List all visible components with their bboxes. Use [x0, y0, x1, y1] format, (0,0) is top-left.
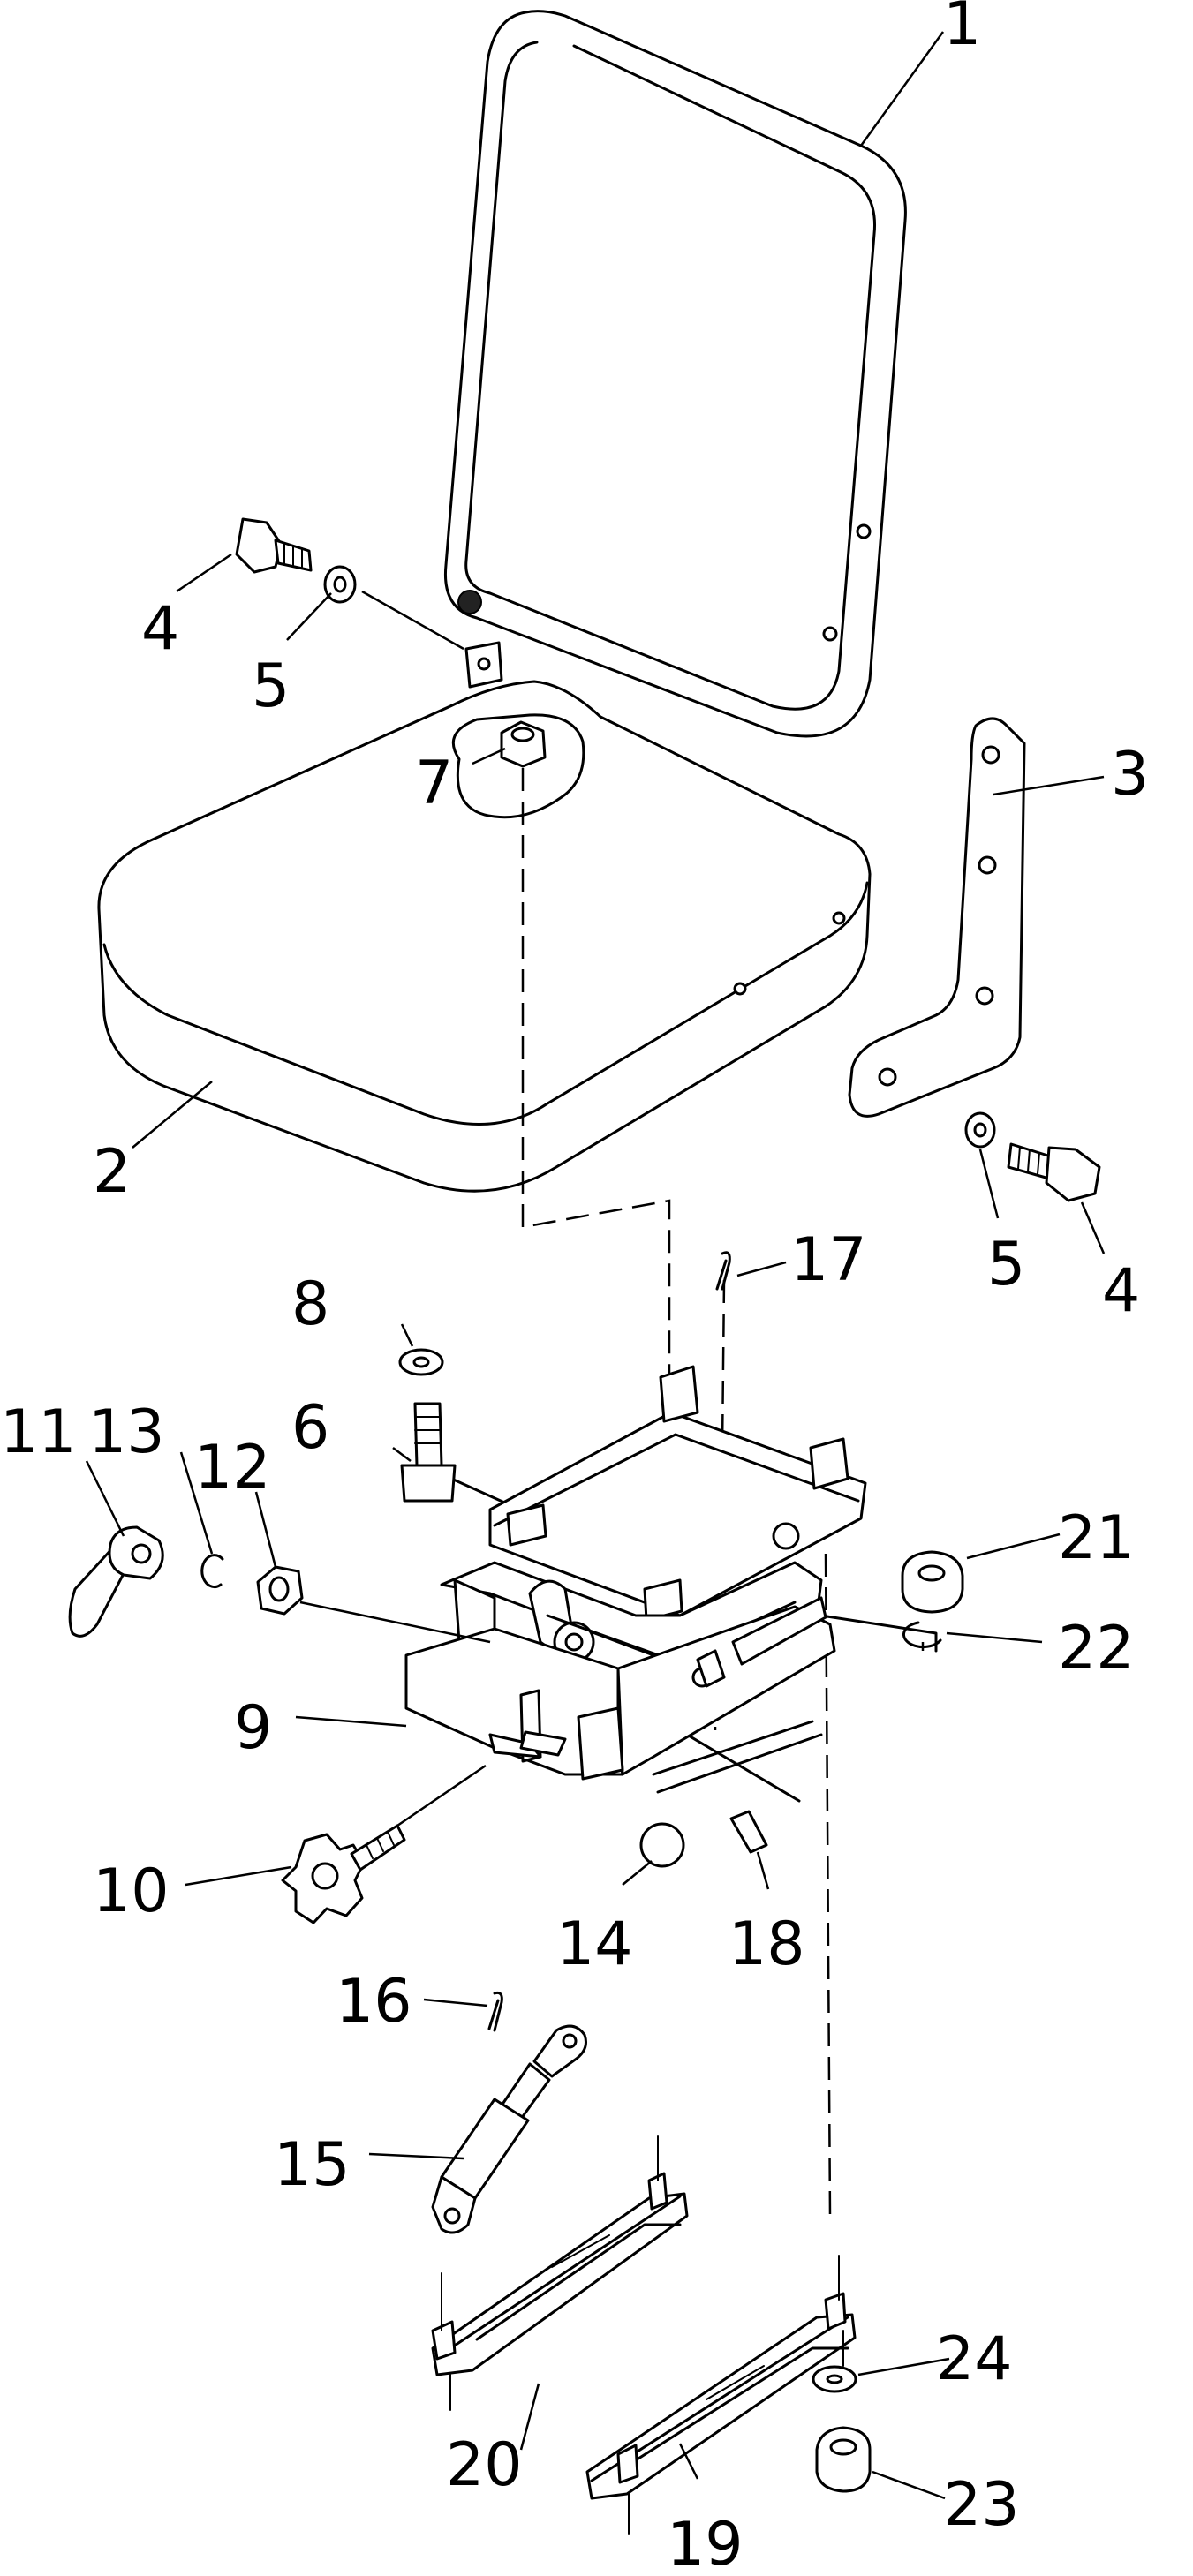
callout-12: 12 [194, 1433, 271, 1503]
part-19-rail [585, 2255, 857, 2535]
callout-10: 10 [93, 1857, 170, 1926]
leader-lines [85, 31, 1106, 2500]
callout-3: 3 [1111, 740, 1149, 810]
part-21-nut [901, 1550, 964, 1614]
part-6-bolt [400, 1402, 457, 1503]
part-2-cushion [97, 680, 872, 1193]
callout-22: 22 [1058, 1614, 1135, 1683]
callout-13: 13 [88, 1397, 165, 1467]
callout-23: 23 [943, 2470, 1020, 2540]
part-10-knob [281, 1824, 406, 1924]
callout-6: 6 [291, 1393, 329, 1463]
callout-18: 18 [729, 1909, 805, 1979]
part-11-lever [68, 1525, 164, 1638]
callout-17: 17 [790, 1225, 867, 1295]
part-14-ball [639, 1822, 685, 1868]
callout-1: 1 [943, 0, 981, 59]
part-4-bolt-right [1007, 1142, 1101, 1202]
callout-labels: 1 2 3 4 4 5 5 6 7 8 9 10 11 12 13 14 15 … [0, 0, 1149, 2576]
part-1-backrest [443, 10, 907, 738]
part-24-washer [812, 2365, 857, 2393]
part-18-pin [729, 1810, 768, 1854]
part-5-washer-right [964, 1111, 996, 1149]
part-16-split-pin [487, 1992, 503, 2032]
callout-5-right: 5 [987, 1230, 1025, 1299]
callout-4-right: 4 [1102, 1256, 1140, 1326]
part-5-washer-upper [323, 565, 357, 604]
callout-8: 8 [291, 1269, 329, 1339]
callout-16: 16 [336, 1967, 412, 2037]
part-23-nut [815, 2426, 872, 2493]
callout-19: 19 [667, 2510, 744, 2576]
part-13-snap-ring [200, 1554, 224, 1589]
callout-24: 24 [936, 2324, 1013, 2394]
callout-7: 7 [415, 749, 453, 818]
callout-9: 9 [234, 1693, 272, 1763]
callout-20: 20 [446, 2430, 523, 2500]
callout-5-upper: 5 [252, 652, 290, 721]
callout-14: 14 [556, 1909, 633, 1979]
part-12-nut [256, 1565, 304, 1616]
callout-11: 11 [0, 1397, 77, 1467]
part-7-nut [500, 720, 547, 768]
part-20-rail [431, 2135, 689, 2411]
part-4-bolt-upper [235, 517, 313, 574]
part-8-washer [398, 1348, 444, 1376]
callout-2: 2 [93, 1137, 131, 1207]
callout-21: 21 [1058, 1503, 1135, 1573]
callout-15: 15 [274, 2130, 351, 2200]
part-22-snap-ring [902, 1621, 942, 1649]
part-17-split-pin [715, 1251, 731, 1291]
part-3-bracket [848, 717, 1026, 1118]
suspension-assembly [404, 1365, 867, 1794]
callout-4-upper: 4 [141, 594, 179, 664]
part-15-damper [431, 2024, 587, 2234]
